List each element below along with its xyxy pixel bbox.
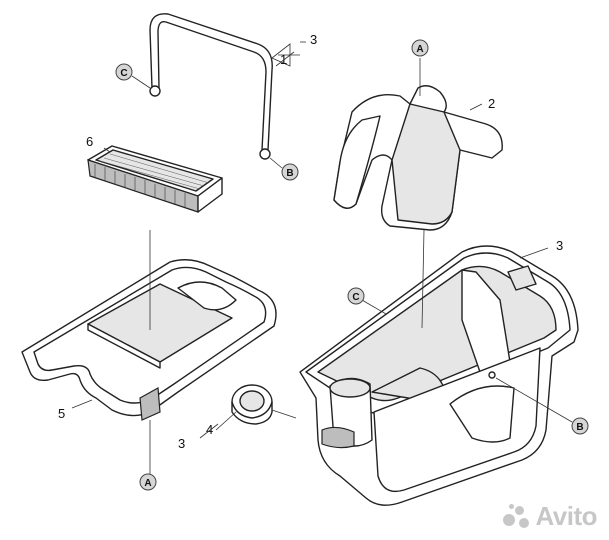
bin-handle-pivot — [488, 371, 496, 379]
callout-filter: 6 — [86, 134, 93, 149]
leader-lines — [71, 41, 573, 474]
callout-cover: 2 — [488, 96, 495, 111]
callout-tray: 5 — [58, 406, 65, 421]
baffle-cover — [333, 85, 503, 231]
svg-text:C: C — [352, 292, 359, 303]
marker-a-bottom: A — [139, 473, 157, 491]
tray-underside — [139, 387, 161, 421]
filter-tray — [21, 259, 277, 421]
handle-pivot-left — [149, 85, 161, 97]
marker-b-handle: B — [281, 163, 299, 181]
watermark-brand: Avito — [535, 501, 597, 531]
avito-logo-icon — [501, 503, 531, 530]
callout-handle-ref: 3 — [310, 32, 317, 47]
marker-a-top: A — [411, 39, 429, 57]
svg-text:A: A — [144, 478, 151, 489]
clamp-ring — [231, 384, 273, 425]
filter-frame-end — [197, 177, 223, 213]
ring-inner — [239, 390, 265, 412]
filter-pleats — [95, 149, 214, 192]
svg-text:A: A — [416, 44, 423, 55]
marker-b-bin: B — [571, 417, 589, 435]
cover-channel — [391, 103, 461, 225]
ring-body — [231, 401, 273, 425]
bin-front-recess — [449, 385, 515, 443]
collection-bin — [299, 245, 579, 506]
handle-bar — [149, 13, 273, 151]
cover-front-face — [333, 115, 381, 209]
marker-c-bin: C — [347, 287, 365, 305]
callout-handle-qty: 1 — [280, 52, 287, 67]
svg-text:B: B — [286, 168, 293, 179]
bin-latch-slot — [507, 265, 537, 291]
callout-ring-ref: 3 — [178, 436, 185, 451]
bin-drain-opening — [329, 378, 371, 398]
avito-watermark: Avito — [501, 501, 597, 532]
svg-text:B: B — [576, 422, 583, 433]
tray-recess-step — [87, 323, 161, 369]
handle-pivot-right — [259, 148, 271, 160]
marker-c-handle: C — [115, 63, 133, 81]
callout-ring-qty: 4 — [206, 422, 213, 437]
callout-bin-ref: 3 — [556, 238, 563, 253]
tray-outlet — [177, 281, 237, 311]
carry-handle — [149, 13, 273, 160]
svg-text:C: C — [120, 68, 127, 79]
bin-drain-spout — [321, 426, 355, 449]
flat-filter — [87, 145, 223, 213]
bin-front-panel — [373, 347, 541, 493]
filter-pleat-lines — [99, 153, 210, 190]
